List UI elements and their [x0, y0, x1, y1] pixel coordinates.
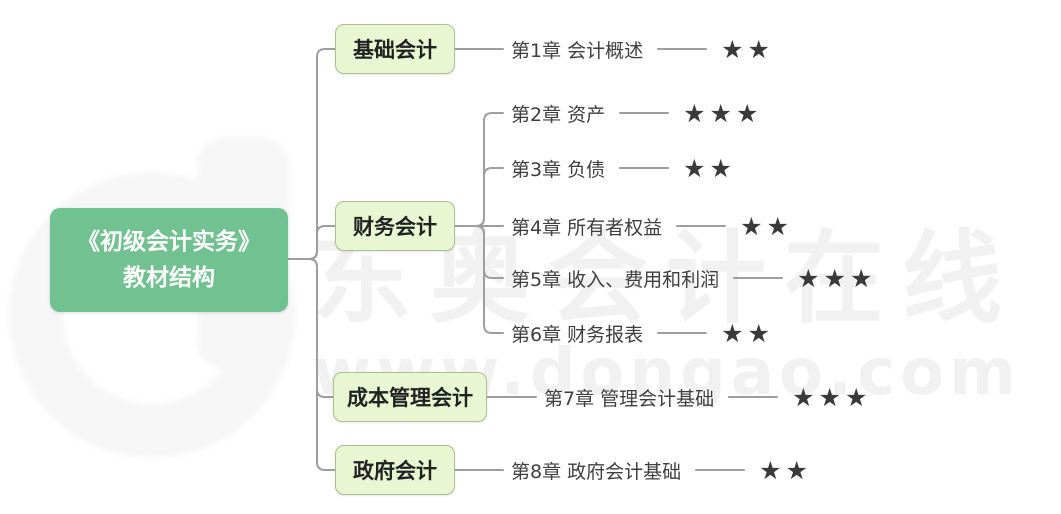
chapter-title: 第2章 资产 — [511, 103, 606, 126]
chapter-row-6: 第6章 财务报表 ★★ — [505, 317, 774, 349]
chapter-row-7: 第7章 管理会计基础 ★★★ — [538, 381, 871, 413]
chapter-star-connector — [676, 225, 727, 227]
difficulty-stars: ★★★ — [792, 382, 872, 412]
chapter-row-4: 第4章 所有者权益 ★★ — [505, 210, 793, 242]
chapter-star-connector — [695, 469, 746, 471]
difficulty-stars: ★★ — [721, 318, 774, 348]
chapter-star-connector — [728, 396, 779, 398]
chapter-star-connector — [619, 112, 670, 114]
chapter-title: 第5章 收入、费用和利润 — [511, 268, 720, 291]
chapter-title: 第1章 会计概述 — [511, 39, 644, 62]
chapter-title: 第6章 财务报表 — [511, 323, 644, 346]
chapter-star-connector — [657, 48, 708, 50]
root-title-line1: 《初级会计实务》 — [77, 229, 261, 255]
branch-node-basic-accounting: 基础会计 — [335, 24, 455, 74]
root-title-line2: 教材结构 — [123, 265, 215, 291]
branch-label: 财务会计 — [353, 215, 437, 239]
difficulty-stars: ★★★ — [797, 263, 877, 293]
chapter-row-1: 第1章 会计概述 ★★ — [505, 33, 774, 65]
chapter-row-2: 第2章 资产 ★★★ — [505, 97, 762, 129]
difficulty-stars: ★★ — [759, 455, 812, 485]
chapter-row-3: 第3章 负债 ★★ — [505, 152, 736, 184]
chapter-star-connector — [733, 277, 784, 279]
chapter-title: 第7章 管理会计基础 — [544, 387, 715, 410]
root-node-textbook-structure: 《初级会计实务》 教材结构 — [50, 208, 288, 312]
difficulty-stars: ★★ — [740, 211, 793, 241]
difficulty-stars: ★★ — [683, 153, 736, 183]
branch-node-government-accounting: 政府会计 — [335, 445, 455, 495]
chapter-title: 第3章 负债 — [511, 158, 606, 181]
chapter-row-8: 第8章 政府会计基础 ★★ — [505, 454, 812, 486]
chapter-star-connector — [657, 332, 708, 334]
chapter-row-5: 第5章 收入、费用和利润 ★★★ — [505, 262, 876, 294]
branch-label: 基础会计 — [353, 38, 437, 62]
difficulty-stars: ★★ — [721, 34, 774, 64]
branch-node-cost-management-accounting: 成本管理会计 — [333, 372, 487, 422]
difficulty-stars: ★★★ — [683, 98, 763, 128]
branch-label: 成本管理会计 — [347, 386, 473, 410]
chapter-star-connector — [619, 167, 670, 169]
chapter-title: 第4章 所有者权益 — [511, 216, 663, 239]
branch-label: 政府会计 — [353, 459, 437, 483]
chapter-title: 第8章 政府会计基础 — [511, 460, 682, 483]
branch-node-financial-accounting: 财务会计 — [335, 201, 455, 251]
